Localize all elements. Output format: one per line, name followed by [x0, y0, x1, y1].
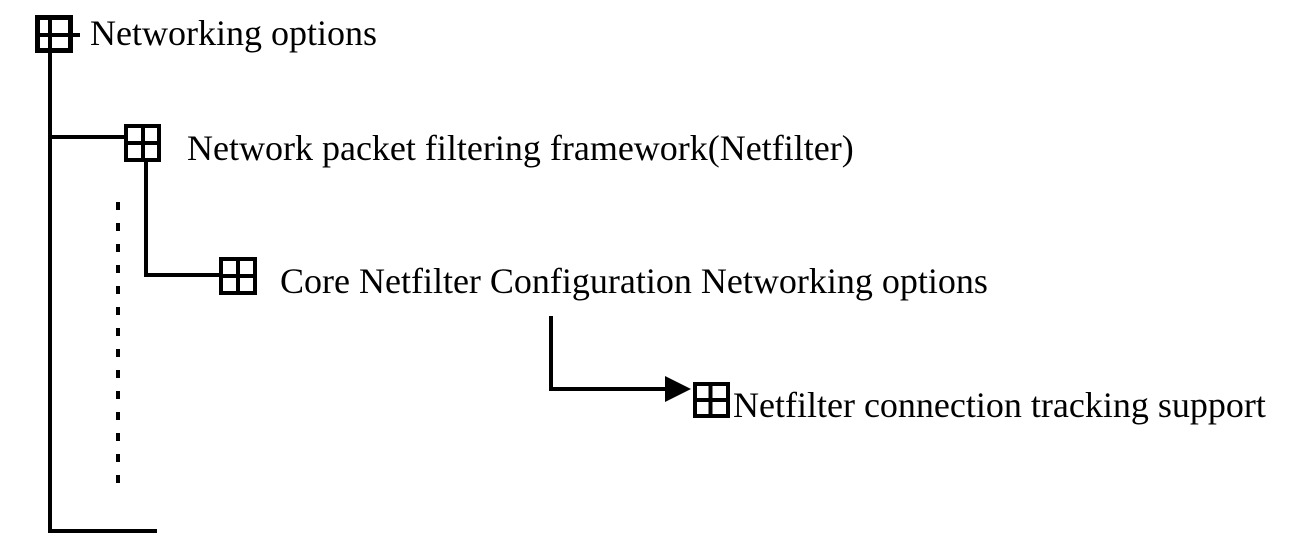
tree-node-label: Netfilter connection tracking support — [733, 385, 1266, 425]
tree-node-label: Network packet filtering framework(Netfi… — [187, 128, 854, 168]
arrow-connector-line — [549, 316, 668, 391]
arrowhead-icon — [665, 376, 691, 402]
plus-box-icon — [35, 15, 81, 53]
branch-line-core-netfilter — [144, 160, 221, 277]
tree-node-label: Networking options — [90, 13, 377, 53]
plus-box-icon — [124, 124, 161, 162]
trunk-connector-line — [48, 51, 157, 533]
plus-box-icon — [219, 257, 257, 295]
plus-box-icon — [693, 382, 730, 418]
tree-node-label: Core Netfilter Configuration Networking … — [280, 261, 988, 301]
